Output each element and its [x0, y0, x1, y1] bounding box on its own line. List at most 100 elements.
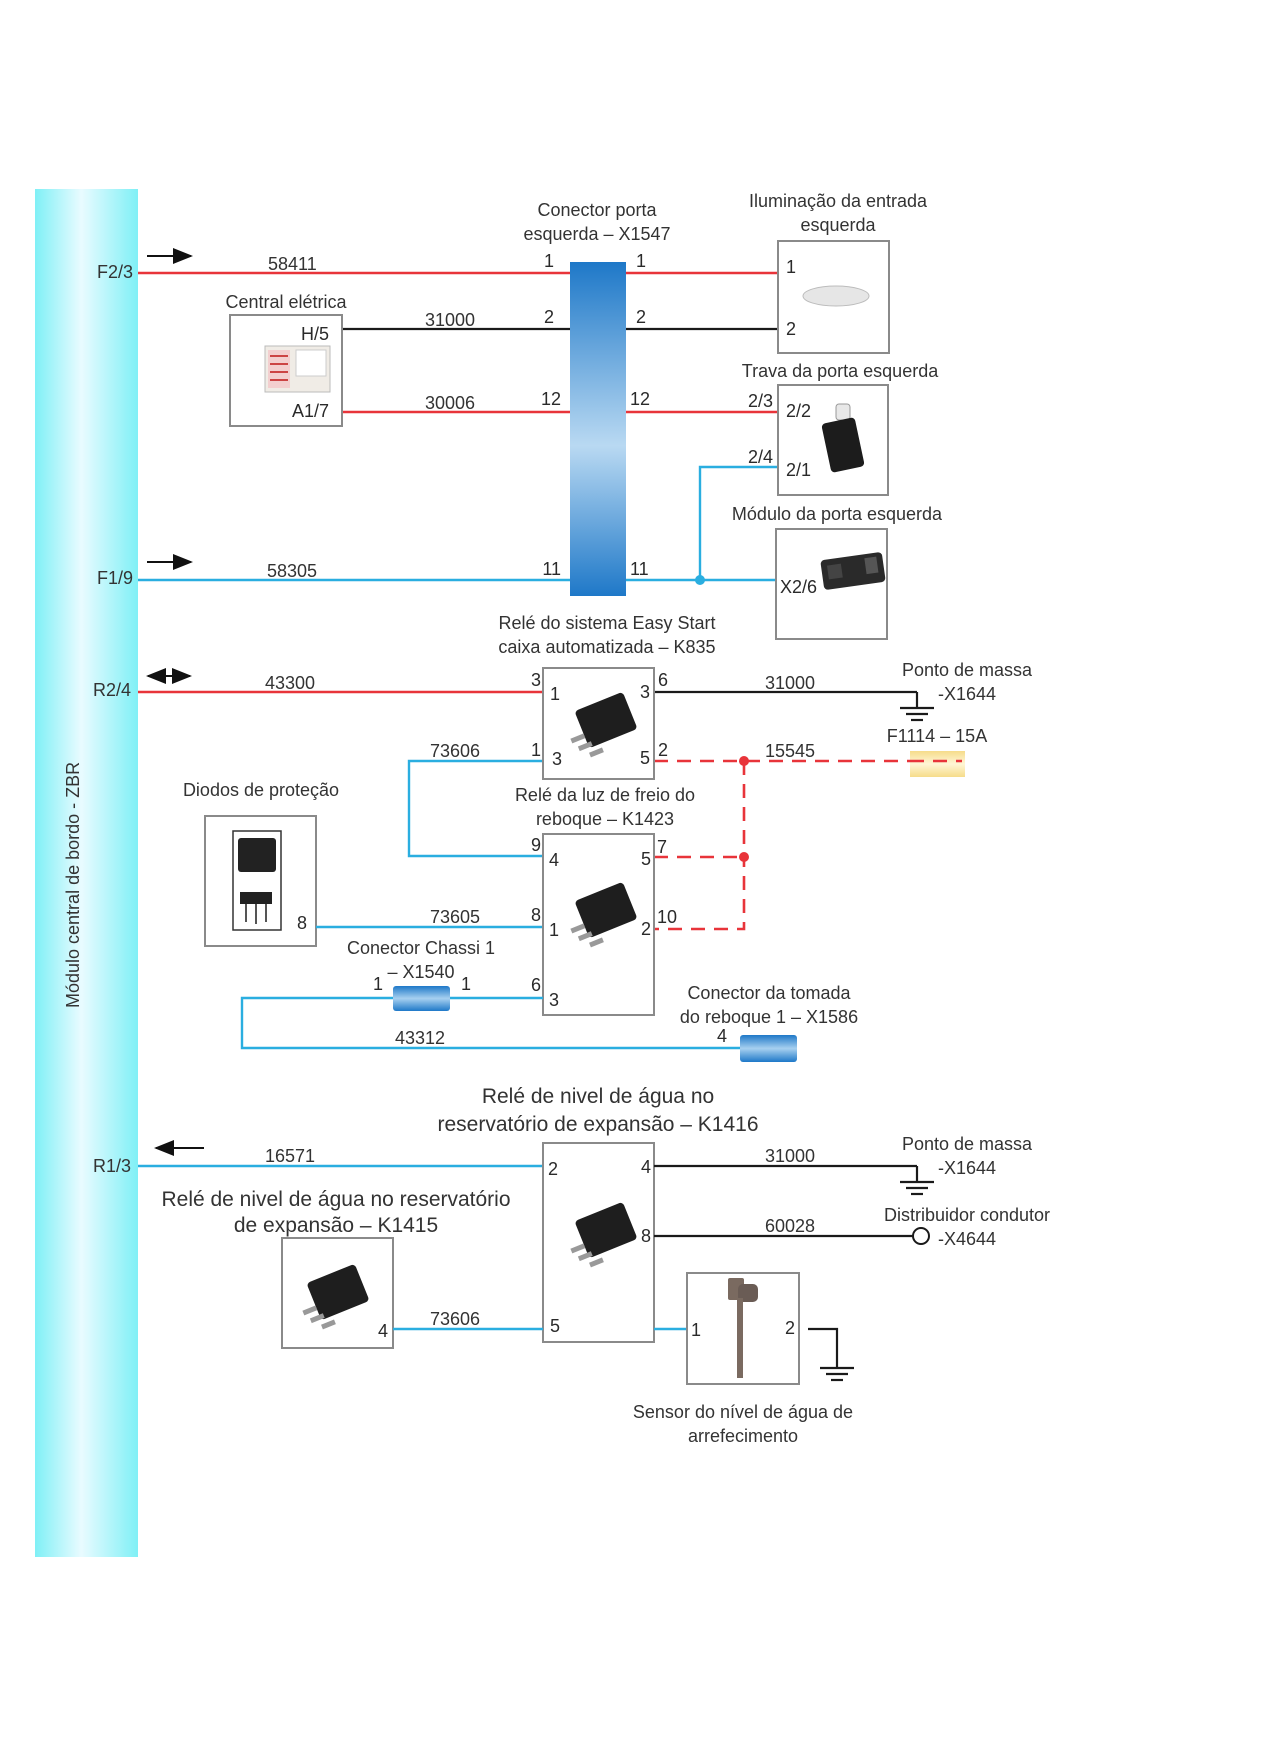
pin-label: 11: [542, 559, 561, 579]
module-bar: [35, 189, 138, 1557]
iluminacao-entrada: Iluminação da entrada esquerda 1 2: [749, 191, 928, 354]
wire-label-73606-b: 73606: [430, 1309, 480, 1329]
distribuidor-title: Distribuidor condutor: [884, 1205, 1050, 1225]
k1416-subtitle: reservatório de expansão – K1416: [437, 1113, 758, 1136]
x1586-subtitle: do reboque 1 – X1586: [680, 1007, 858, 1027]
sensor-nivel-agua: 1 2 Sensor do nível de água de arrefecim…: [633, 1272, 853, 1446]
door-connector-title: Conector porta: [537, 200, 657, 220]
pin-label: 2: [786, 319, 796, 339]
x1586-title: Conector da tomada: [687, 983, 851, 1003]
pin-label: 4: [717, 1026, 727, 1046]
k1423-title: Relé da luz de freio do: [515, 785, 695, 805]
relay-k1415: Relé de nivel de água no reservatório de…: [161, 1188, 511, 1349]
wire-label-31000-a: 31000: [425, 310, 475, 330]
pin-label: 1: [373, 974, 383, 994]
wire-15545-branch-vertical: [654, 761, 746, 931]
trava-title: Trava da porta esquerda: [742, 361, 939, 381]
fuse-icon: [910, 751, 965, 777]
fuse-f1114: F1114 – 15A: [887, 726, 987, 777]
pin-label: 2: [658, 740, 668, 760]
wire-73606-a: [407, 759, 543, 858]
central-eletrica-title: Central elétrica: [225, 292, 347, 312]
door-connector-subtitle: esquerda – X1547: [523, 224, 670, 244]
pin-label: 5: [550, 1316, 560, 1336]
iluminacao-subtitle: esquerda: [800, 215, 876, 235]
lamp-icon: [802, 285, 870, 307]
central-eletrica: Central elétrica H/5 A1/7: [225, 292, 348, 427]
wire-trava-branch: [698, 465, 778, 580]
pin-label: 3: [531, 670, 541, 690]
pin-label: A1/7: [292, 401, 329, 421]
pin-label: 4: [641, 1157, 651, 1177]
module-pin-r24: R2/4: [93, 680, 131, 700]
pin-label: 10: [657, 907, 677, 927]
pin-label: 1: [691, 1320, 701, 1340]
k1423-subtitle: reboque – K1423: [536, 809, 674, 829]
wire-label-31000-c: 31000: [765, 1146, 815, 1166]
relay-icon: [570, 882, 637, 948]
pin-label: 2: [785, 1318, 795, 1338]
pin-label: 8: [531, 905, 541, 925]
pin-label: 3: [640, 682, 650, 702]
iluminacao-title: Iluminação da entrada: [749, 191, 928, 211]
x1540-subtitle: – X1540: [387, 962, 454, 982]
relay-k1416: Relé de nivel de água no reservatório de…: [437, 1085, 759, 1343]
wire-label-60028: 60028: [765, 1216, 815, 1236]
diode-board-icon: [240, 892, 272, 904]
trava-porta: Trava da porta esquerda 2/3 2/4 2/2 2/1: [742, 361, 939, 496]
k1416-title: Relé de nivel de água no: [482, 1085, 714, 1108]
wire-label-30006: 30006: [425, 393, 475, 413]
ground-symbol-icon: [900, 692, 934, 722]
pin-label: 2/3: [748, 391, 773, 411]
module-pin-f19: F1/9: [97, 568, 133, 588]
splice-dot: [739, 756, 749, 766]
wire-label-73605: 73605: [430, 907, 480, 927]
wire-label-43312: 43312: [395, 1028, 445, 1048]
k1415-subtitle: de expansão – K1415: [234, 1214, 438, 1237]
fuse-title: F1114 – 15A: [887, 726, 987, 746]
relay-icon: [570, 1202, 637, 1268]
connector-x1540: Conector Chassi 1 – X1540 1 1: [347, 938, 495, 1011]
pin-label: 4: [549, 850, 559, 870]
x1540-body: [393, 986, 450, 1011]
relay-icon: [302, 1264, 369, 1330]
pin-label: 8: [297, 913, 307, 933]
pin-label: 2: [636, 307, 646, 327]
terminal-ring-icon: [912, 1227, 930, 1245]
pin-label: 12: [541, 389, 561, 409]
wire-label-58305: 58305: [267, 561, 317, 581]
ground-symbol-icon: [900, 1166, 934, 1196]
pin-label: 5: [641, 849, 651, 869]
sensor-subtitle: arrefecimento: [688, 1426, 798, 1446]
door-connector-body: [570, 262, 626, 596]
ground-symbol-icon: [808, 1327, 854, 1382]
wire-label-58411: 58411: [268, 254, 317, 274]
x1586-body: [740, 1035, 797, 1062]
ground-2-title: Ponto de massa: [902, 1134, 1033, 1154]
pin-label: 2/2: [786, 401, 811, 421]
pin-label: 9: [531, 835, 541, 855]
module-title: Módulo central de bordo - ZBR: [63, 762, 83, 1008]
ground-1-title: Ponto de massa: [902, 660, 1033, 680]
ground-2-subtitle: -X1644: [938, 1158, 996, 1178]
pin-label: 3: [549, 990, 559, 1010]
pin-label: 2: [548, 1159, 558, 1179]
door-lock-actuator-icon: [821, 403, 865, 473]
wire-label-31000-b: 31000: [765, 673, 815, 693]
pin-label: 11: [630, 559, 649, 579]
wire-label-73606-a: 73606: [430, 741, 480, 761]
wire-43312: [240, 996, 740, 1050]
relay-k1423: Relé da luz de freio do reboque – K1423 …: [515, 785, 695, 1016]
door-connector-x1547: Conector porta esquerda – X1547 1 2 12 1…: [523, 200, 671, 596]
k1415-title: Relé de nivel de água no reservatório: [161, 1188, 510, 1211]
water-level-sensor-icon: [728, 1278, 758, 1378]
diodos-protecao: Diodos de proteção 8: [183, 780, 339, 947]
module-pin-f23: F2/3: [97, 262, 133, 282]
ground-1-subtitle: -X1644: [938, 684, 996, 704]
fusebox-icon: [264, 345, 331, 393]
splice-dot: [739, 852, 749, 862]
relay-icon: [570, 692, 637, 758]
modulo-porta-title: Módulo da porta esquerda: [732, 504, 943, 524]
pin-label: 1: [550, 684, 560, 704]
pin-label: 2: [641, 919, 651, 939]
